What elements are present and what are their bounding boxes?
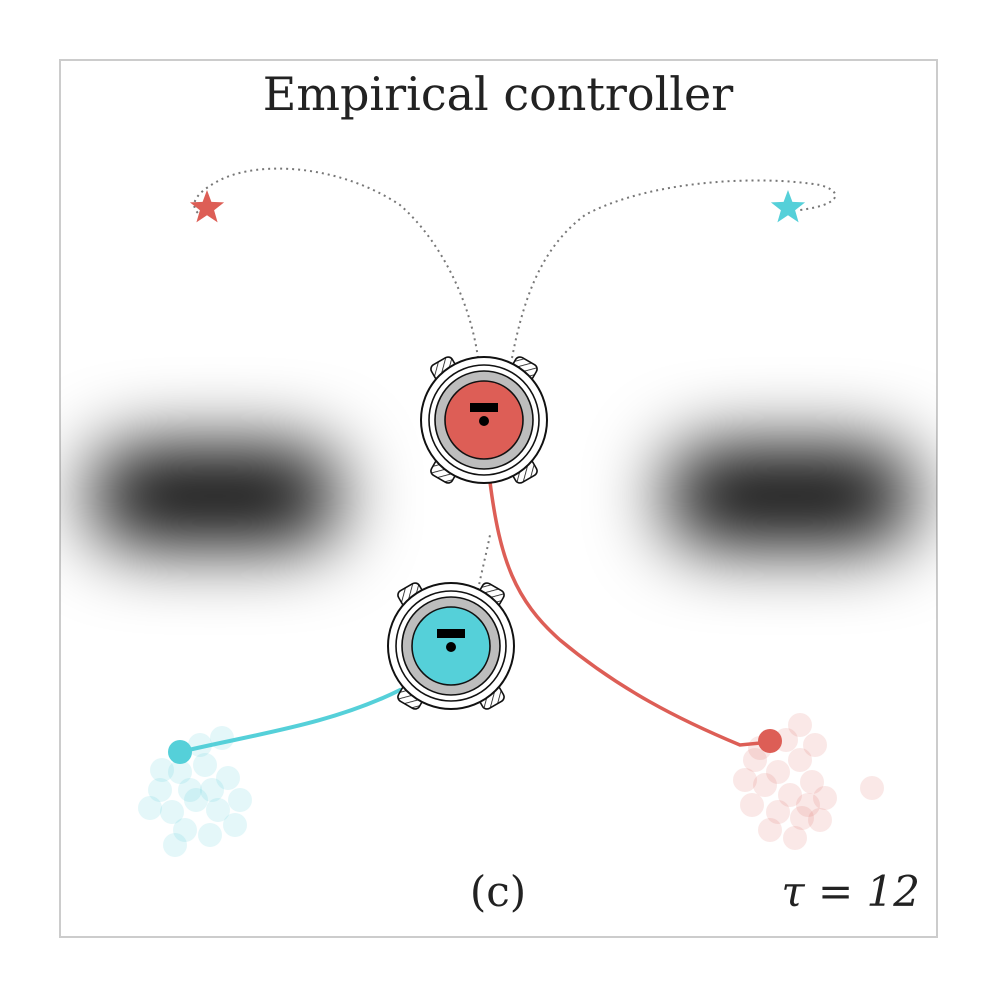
right-obstacle (665, 448, 915, 544)
red-start-marker (758, 729, 782, 753)
red-executed-path (488, 480, 772, 747)
red-robot (420, 354, 548, 486)
figure-title: Empirical controller (263, 67, 733, 121)
cyan-robot (387, 580, 515, 712)
red-planned-path (193, 167, 479, 359)
cyan-goal-star (770, 190, 806, 223)
time-label: τ = 12 (781, 867, 920, 916)
cyan-executed-path (178, 688, 402, 754)
red-robot-sensor (470, 403, 498, 412)
panel-label: (c) (470, 867, 526, 916)
red-sample-cloud (733, 713, 884, 850)
red-robot-dot (479, 416, 489, 426)
red-goal-star (189, 190, 225, 223)
cyan-start-marker (168, 740, 192, 764)
cyan-robot-sensor (437, 629, 465, 638)
obstacle-field (90, 448, 915, 544)
left-obstacle (90, 448, 340, 544)
cyan-sample-cloud (138, 726, 252, 857)
cyan-robot-dot (446, 642, 456, 652)
cyan-planned-path (511, 179, 837, 359)
